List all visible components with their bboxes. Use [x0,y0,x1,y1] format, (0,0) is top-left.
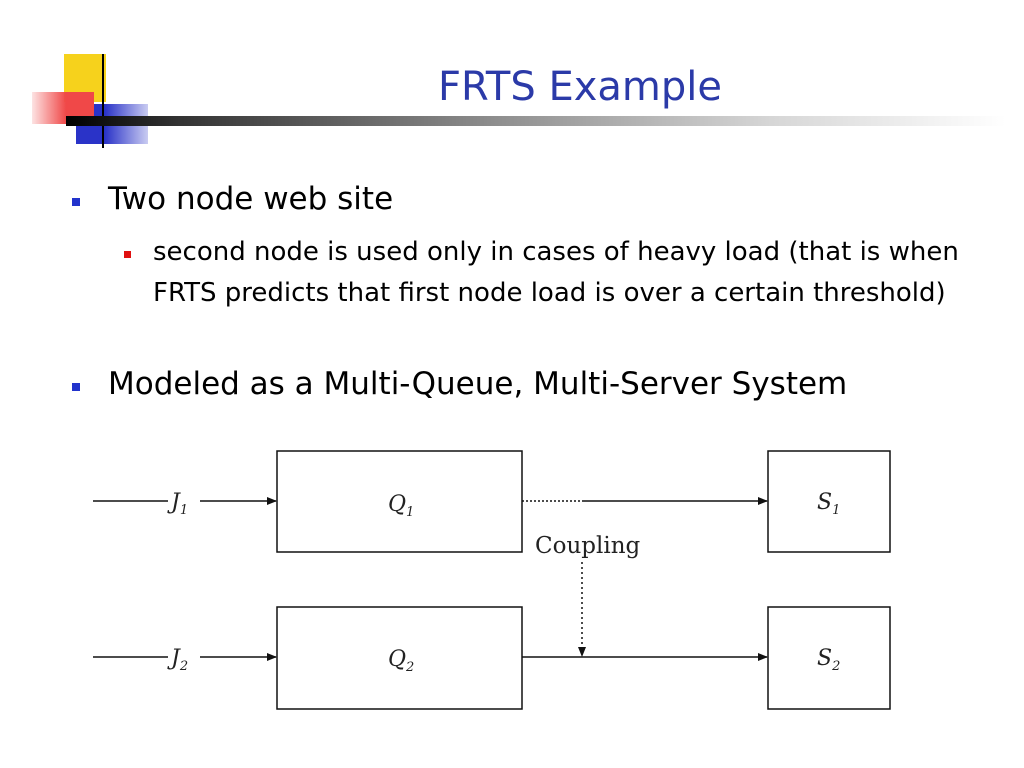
bullet-marker [72,383,80,391]
server1-label: S1 [817,490,840,518]
decor-vertical-line [102,54,104,148]
queue1-label: Q1 [388,492,414,520]
bullet-text-2: Modeled as a Multi-Queue, Multi-Server S… [108,366,848,402]
server1-box [767,450,891,553]
sub-bullet-text-1: second node is used only in cases of hea… [153,237,959,308]
bullet-text-1: Two node web site [108,181,394,217]
job1-label: J1 [167,490,188,518]
queue1-box [276,450,523,553]
bullet-marker [72,198,80,206]
queue2-label: Q2 [388,647,414,675]
title-divider [66,116,1006,126]
server2-box [767,606,891,710]
server2-label: S2 [817,646,840,674]
sub-bullet-marker [124,251,131,258]
slide-title: FRTS Example [438,64,722,110]
queue2-box [276,606,523,710]
coupling-label: Coupling [535,533,641,559]
job2-label: J2 [167,646,188,674]
